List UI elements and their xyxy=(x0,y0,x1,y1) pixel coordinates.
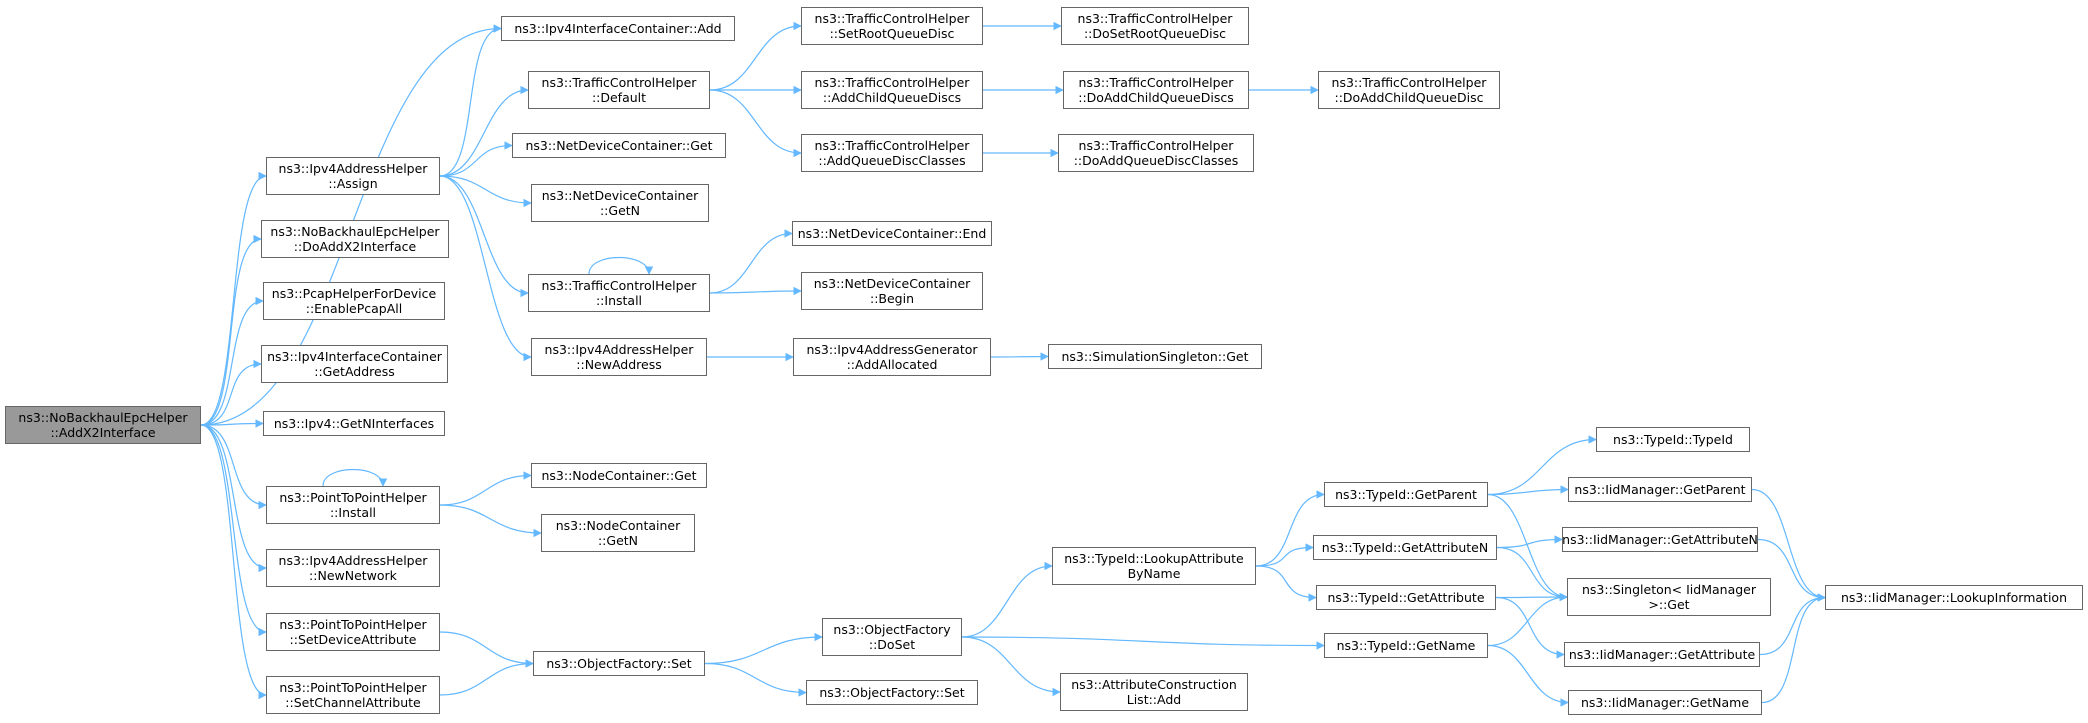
edge-addrAssign-ndcGet xyxy=(439,141,513,177)
node-simSingleton[interactable]: ns3::SimulationSingleton::Get xyxy=(1048,344,1262,369)
edge-root-getAddr xyxy=(200,359,262,426)
node-doAddClasses[interactable]: ns3::TrafficControlHelper::DoAddQueueDis… xyxy=(1058,134,1254,172)
edge-tchDefault-addClasses xyxy=(709,89,802,158)
node-setDevAttr[interactable]: ns3::PointToPointHelper::SetDeviceAttrib… xyxy=(266,613,440,651)
node-p2pInst[interactable]: ns3::PointToPointHelper::Install xyxy=(266,486,440,524)
edge-ofSet-ofDoSet xyxy=(704,632,823,665)
edge-tidGetParent-singleton xyxy=(1487,493,1568,602)
node-newAddr[interactable]: ns3::Ipv4AddressHelper::NewAddress xyxy=(531,338,707,376)
edge-root-doAddX2 xyxy=(200,234,262,426)
node-ndcEnd[interactable]: ns3::NetDeviceContainer::End xyxy=(792,221,992,246)
node-doSetRoot[interactable]: ns3::TrafficControlHelper::DoSetRootQueu… xyxy=(1061,7,1249,45)
edge-root-setChAttr xyxy=(200,424,267,700)
node-ndcGetN[interactable]: ns3::NetDeviceContainer::GetN xyxy=(531,184,709,222)
edge-iidGetAttrN-iidLookup xyxy=(1757,538,1826,602)
node-addrAssign[interactable]: ns3::Ipv4AddressHelper::Assign xyxy=(266,157,440,195)
edge-tidGetAttr-singleton xyxy=(1495,592,1568,602)
edge-p2pInst-self xyxy=(322,469,388,487)
edge-addrAssign-newAddr xyxy=(439,175,532,362)
node-iidGetParent[interactable]: ns3::IidManager::GetParent xyxy=(1568,477,1752,502)
edge-lookupAttr-tidGetParent xyxy=(1255,490,1325,567)
edge-tidGetAttr-iidGetAttr xyxy=(1495,596,1565,659)
node-newNet[interactable]: ns3::Ipv4AddressHelper::NewNetwork xyxy=(266,549,440,587)
node-getNIf[interactable]: ns3::Ipv4::GetNInterfaces xyxy=(263,411,445,436)
edge-p2pInst-ncGetN xyxy=(439,504,542,538)
edge-tidGetAttrN-iidGetAttrN xyxy=(1496,535,1563,549)
node-iidGetName[interactable]: ns3::IidManager::GetName xyxy=(1568,690,1762,715)
node-addChild[interactable]: ns3::TrafficControlHelper::AddChildQueue… xyxy=(801,71,983,109)
edge-iidGetName-iidLookup xyxy=(1761,593,1826,704)
edge-root-addrAssign xyxy=(200,171,267,426)
edge-ofDoSet-tidGetName xyxy=(961,636,1325,650)
edge-tchInstall-ndcEnd xyxy=(709,229,793,294)
edge-tidGetAttrN-singleton xyxy=(1496,546,1568,602)
node-doAddX2[interactable]: ns3::NoBackhaulEpcHelper::DoAddX2Interfa… xyxy=(261,220,449,258)
edge-lookupAttr-tidGetAttrN xyxy=(1255,543,1314,567)
edge-root-newNet xyxy=(200,424,267,573)
edge-tidGetName-iidGetName xyxy=(1487,644,1569,707)
edge-tidGetParent-tidTypeId xyxy=(1487,435,1597,496)
edge-root-getNIf xyxy=(200,419,264,428)
edge-tchDefault-setRoot xyxy=(709,21,802,91)
node-tidTypeId[interactable]: ns3::TypeId::TypeId xyxy=(1596,427,1750,452)
node-ofSet[interactable]: ns3::ObjectFactory::Set xyxy=(533,651,705,676)
node-setChAttr[interactable]: ns3::PointToPointHelper::SetChannelAttri… xyxy=(266,676,440,714)
edge-addAlloc-simSingleton xyxy=(990,352,1049,361)
edge-root-setDevAttr xyxy=(200,424,267,637)
node-ndcGet[interactable]: ns3::NetDeviceContainer::Get xyxy=(512,133,726,158)
node-iidLookup[interactable]: ns3::IidManager::LookupInformation xyxy=(1825,585,2083,610)
edge-tidGetName-singleton xyxy=(1487,592,1568,647)
edge-addrAssign-ndcGetN xyxy=(439,175,532,208)
node-ncGet[interactable]: ns3::NodeContainer::Get xyxy=(531,463,707,488)
node-tidGetAttrN[interactable]: ns3::TypeId::GetAttributeN xyxy=(1313,535,1497,560)
node-tidGetName[interactable]: ns3::TypeId::GetName xyxy=(1324,633,1488,658)
node-ofSet2[interactable]: ns3::ObjectFactory::Set xyxy=(806,680,978,705)
node-ndcBegin[interactable]: ns3::NetDeviceContainer::Begin xyxy=(801,272,983,310)
node-ofDoSet[interactable]: ns3::ObjectFactory::DoSet xyxy=(822,618,962,656)
node-singleton[interactable]: ns3::Singleton< IidManager>::Get xyxy=(1567,578,1771,616)
node-doAddChilds[interactable]: ns3::TrafficControlHelper::DoAddChildQue… xyxy=(1063,71,1249,109)
edge-iidGetParent-iidLookup xyxy=(1751,488,1826,602)
edge-addrAssign-tchDefault xyxy=(439,85,529,177)
node-pcap[interactable]: ns3::PcapHelperForDevice::EnablePcapAll xyxy=(263,282,445,320)
node-tidGetParent[interactable]: ns3::TypeId::GetParent xyxy=(1324,482,1488,507)
edge-p2pInst-ncGet xyxy=(439,471,532,506)
edge-tchInstall-self xyxy=(588,257,654,275)
edge-root-pcap xyxy=(200,296,264,426)
node-setRoot[interactable]: ns3::TrafficControlHelper::SetRootQueueD… xyxy=(801,7,983,45)
node-getAddr[interactable]: ns3::Ipv4InterfaceContainer::GetAddress xyxy=(261,345,448,383)
edge-addrAssign-ifcAdd xyxy=(439,24,502,177)
edge-addrAssign-tchInstall xyxy=(439,175,529,298)
edge-tchInstall-ndcBegin xyxy=(709,286,802,296)
node-ifcAdd[interactable]: ns3::Ipv4InterfaceContainer::Add xyxy=(501,16,735,41)
node-addAlloc[interactable]: ns3::Ipv4AddressGenerator::AddAllocated xyxy=(793,338,991,376)
node-addClasses[interactable]: ns3::TrafficControlHelper::AddQueueDiscC… xyxy=(801,134,983,172)
edge-setDevAttr-ofSet xyxy=(439,631,534,668)
edge-iidGetAttr-iidLookup xyxy=(1759,593,1826,656)
node-iidGetAttrN[interactable]: ns3::IidManager::GetAttributeN xyxy=(1562,527,1758,552)
node-doAddChild[interactable]: ns3::TrafficControlHelper::DoAddChildQue… xyxy=(1318,71,1500,109)
edge-ofDoSet-acListAdd xyxy=(961,636,1061,697)
edge-tidGetParent-iidGetParent xyxy=(1487,485,1569,496)
edge-ofSet-ofSet2 xyxy=(704,662,807,697)
edge-ofDoSet-lookupAttr xyxy=(961,561,1053,638)
edge-lookupAttr-tidGetAttr xyxy=(1255,565,1317,602)
node-tchInstall[interactable]: ns3::TrafficControlHelper::Install xyxy=(528,274,710,312)
node-tidGetAttr[interactable]: ns3::TypeId::GetAttribute xyxy=(1316,585,1496,610)
node-iidGetAttr[interactable]: ns3::IidManager::GetAttribute xyxy=(1564,642,1760,667)
node-ncGetN[interactable]: ns3::NodeContainer::GetN xyxy=(541,514,695,552)
node-root: ns3::NoBackhaulEpcHelper::AddX2Interface xyxy=(5,406,201,444)
edge-setChAttr-ofSet xyxy=(439,659,534,696)
node-tchDefault[interactable]: ns3::TrafficControlHelper::Default xyxy=(528,71,710,109)
edge-root-p2pInst xyxy=(200,424,267,510)
